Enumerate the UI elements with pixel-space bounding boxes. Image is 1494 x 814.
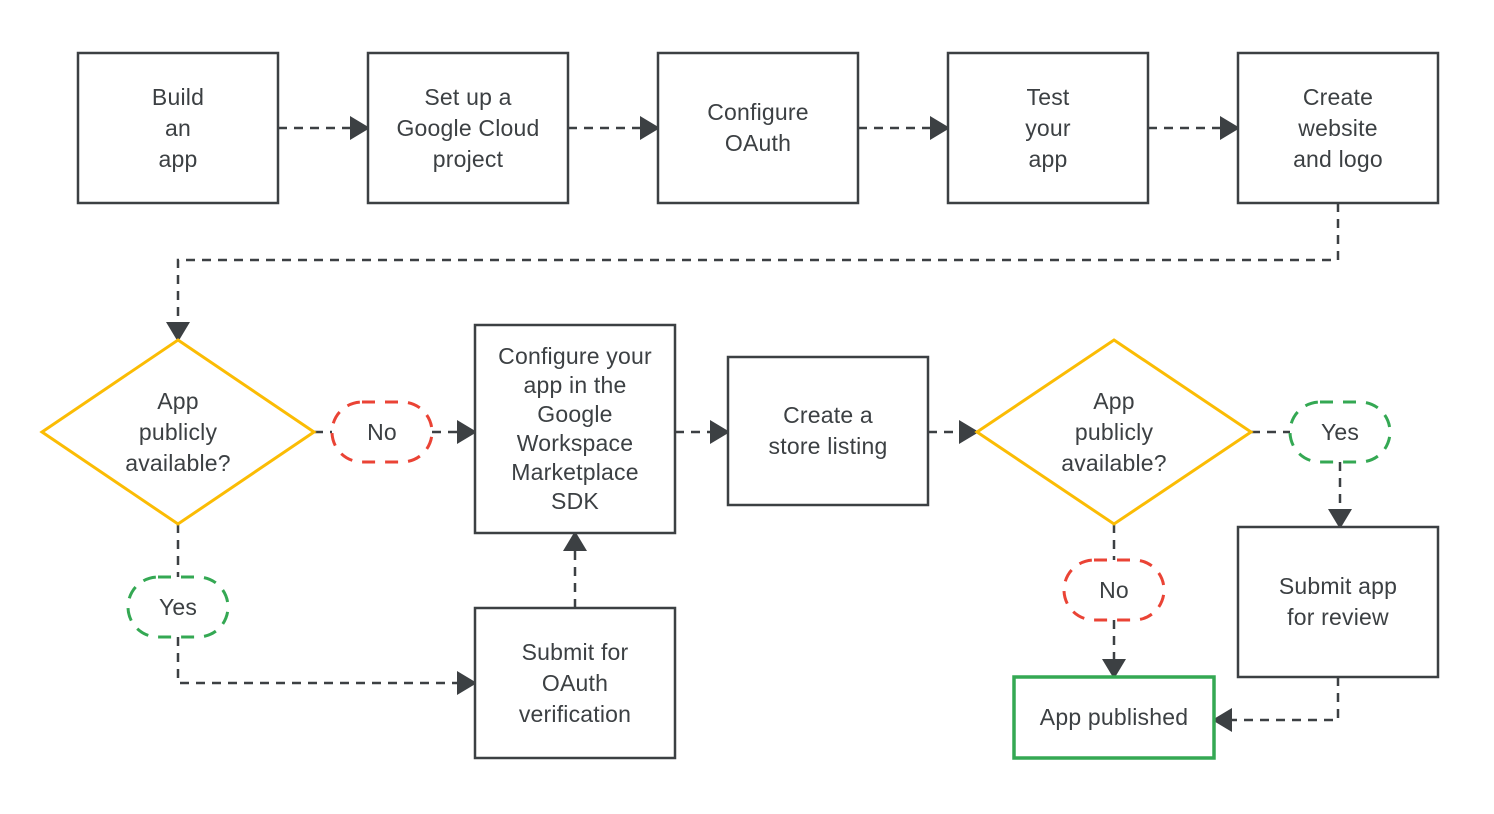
box-configure-sdk — [473, 323, 677, 535]
connector-review-to-published — [1212, 677, 1340, 732]
box-submit-review — [1236, 525, 1440, 679]
label-no-2: No — [1099, 576, 1129, 603]
box-configure-oauth — [656, 51, 860, 205]
diamond-decision-2 — [974, 338, 1254, 526]
box-submit-oauth — [473, 606, 677, 760]
label-configure-sdk: Configure your app in the Google Workspa… — [498, 343, 652, 514]
connector-website-to-decision1 — [166, 203, 1340, 342]
box-app-published — [1012, 675, 1216, 760]
label-decision-1: App publicly available? — [125, 387, 231, 476]
box-create-website — [1236, 51, 1440, 205]
connector-yes-to-submit-oauth — [176, 637, 477, 695]
box-store-listing — [726, 355, 930, 507]
box-setup-gcp — [366, 51, 570, 205]
diamond-decision-1 — [39, 338, 317, 526]
label-no-1: No — [367, 418, 397, 445]
badge-yes-1 — [126, 575, 230, 639]
label-store-listing: Create a store listing — [768, 402, 888, 459]
label-yes-1: Yes — [158, 593, 198, 620]
label-submit-oauth: Submit for OAuth verification — [518, 638, 632, 727]
label-setup-gcp: Set up a Google Cloud project — [396, 83, 540, 172]
label-yes-2: Yes — [1320, 418, 1360, 445]
label-decision-2: App publicly available? — [1061, 387, 1167, 476]
label-configure-oauth: Configure OAuth — [707, 99, 809, 156]
box-test-app — [946, 51, 1150, 205]
box-build-app — [76, 51, 280, 205]
badge-no-1 — [330, 400, 434, 464]
label-test-app: Test your app — [1025, 83, 1071, 172]
badge-yes-2 — [1288, 400, 1392, 464]
label-submit-review: Submit app for review — [1278, 573, 1398, 630]
label-build-app: Build an app — [151, 83, 205, 172]
badge-no-2 — [1062, 558, 1166, 622]
label-create-website: Create website and logo — [1293, 83, 1383, 172]
label-app-published: App published — [1039, 704, 1189, 730]
